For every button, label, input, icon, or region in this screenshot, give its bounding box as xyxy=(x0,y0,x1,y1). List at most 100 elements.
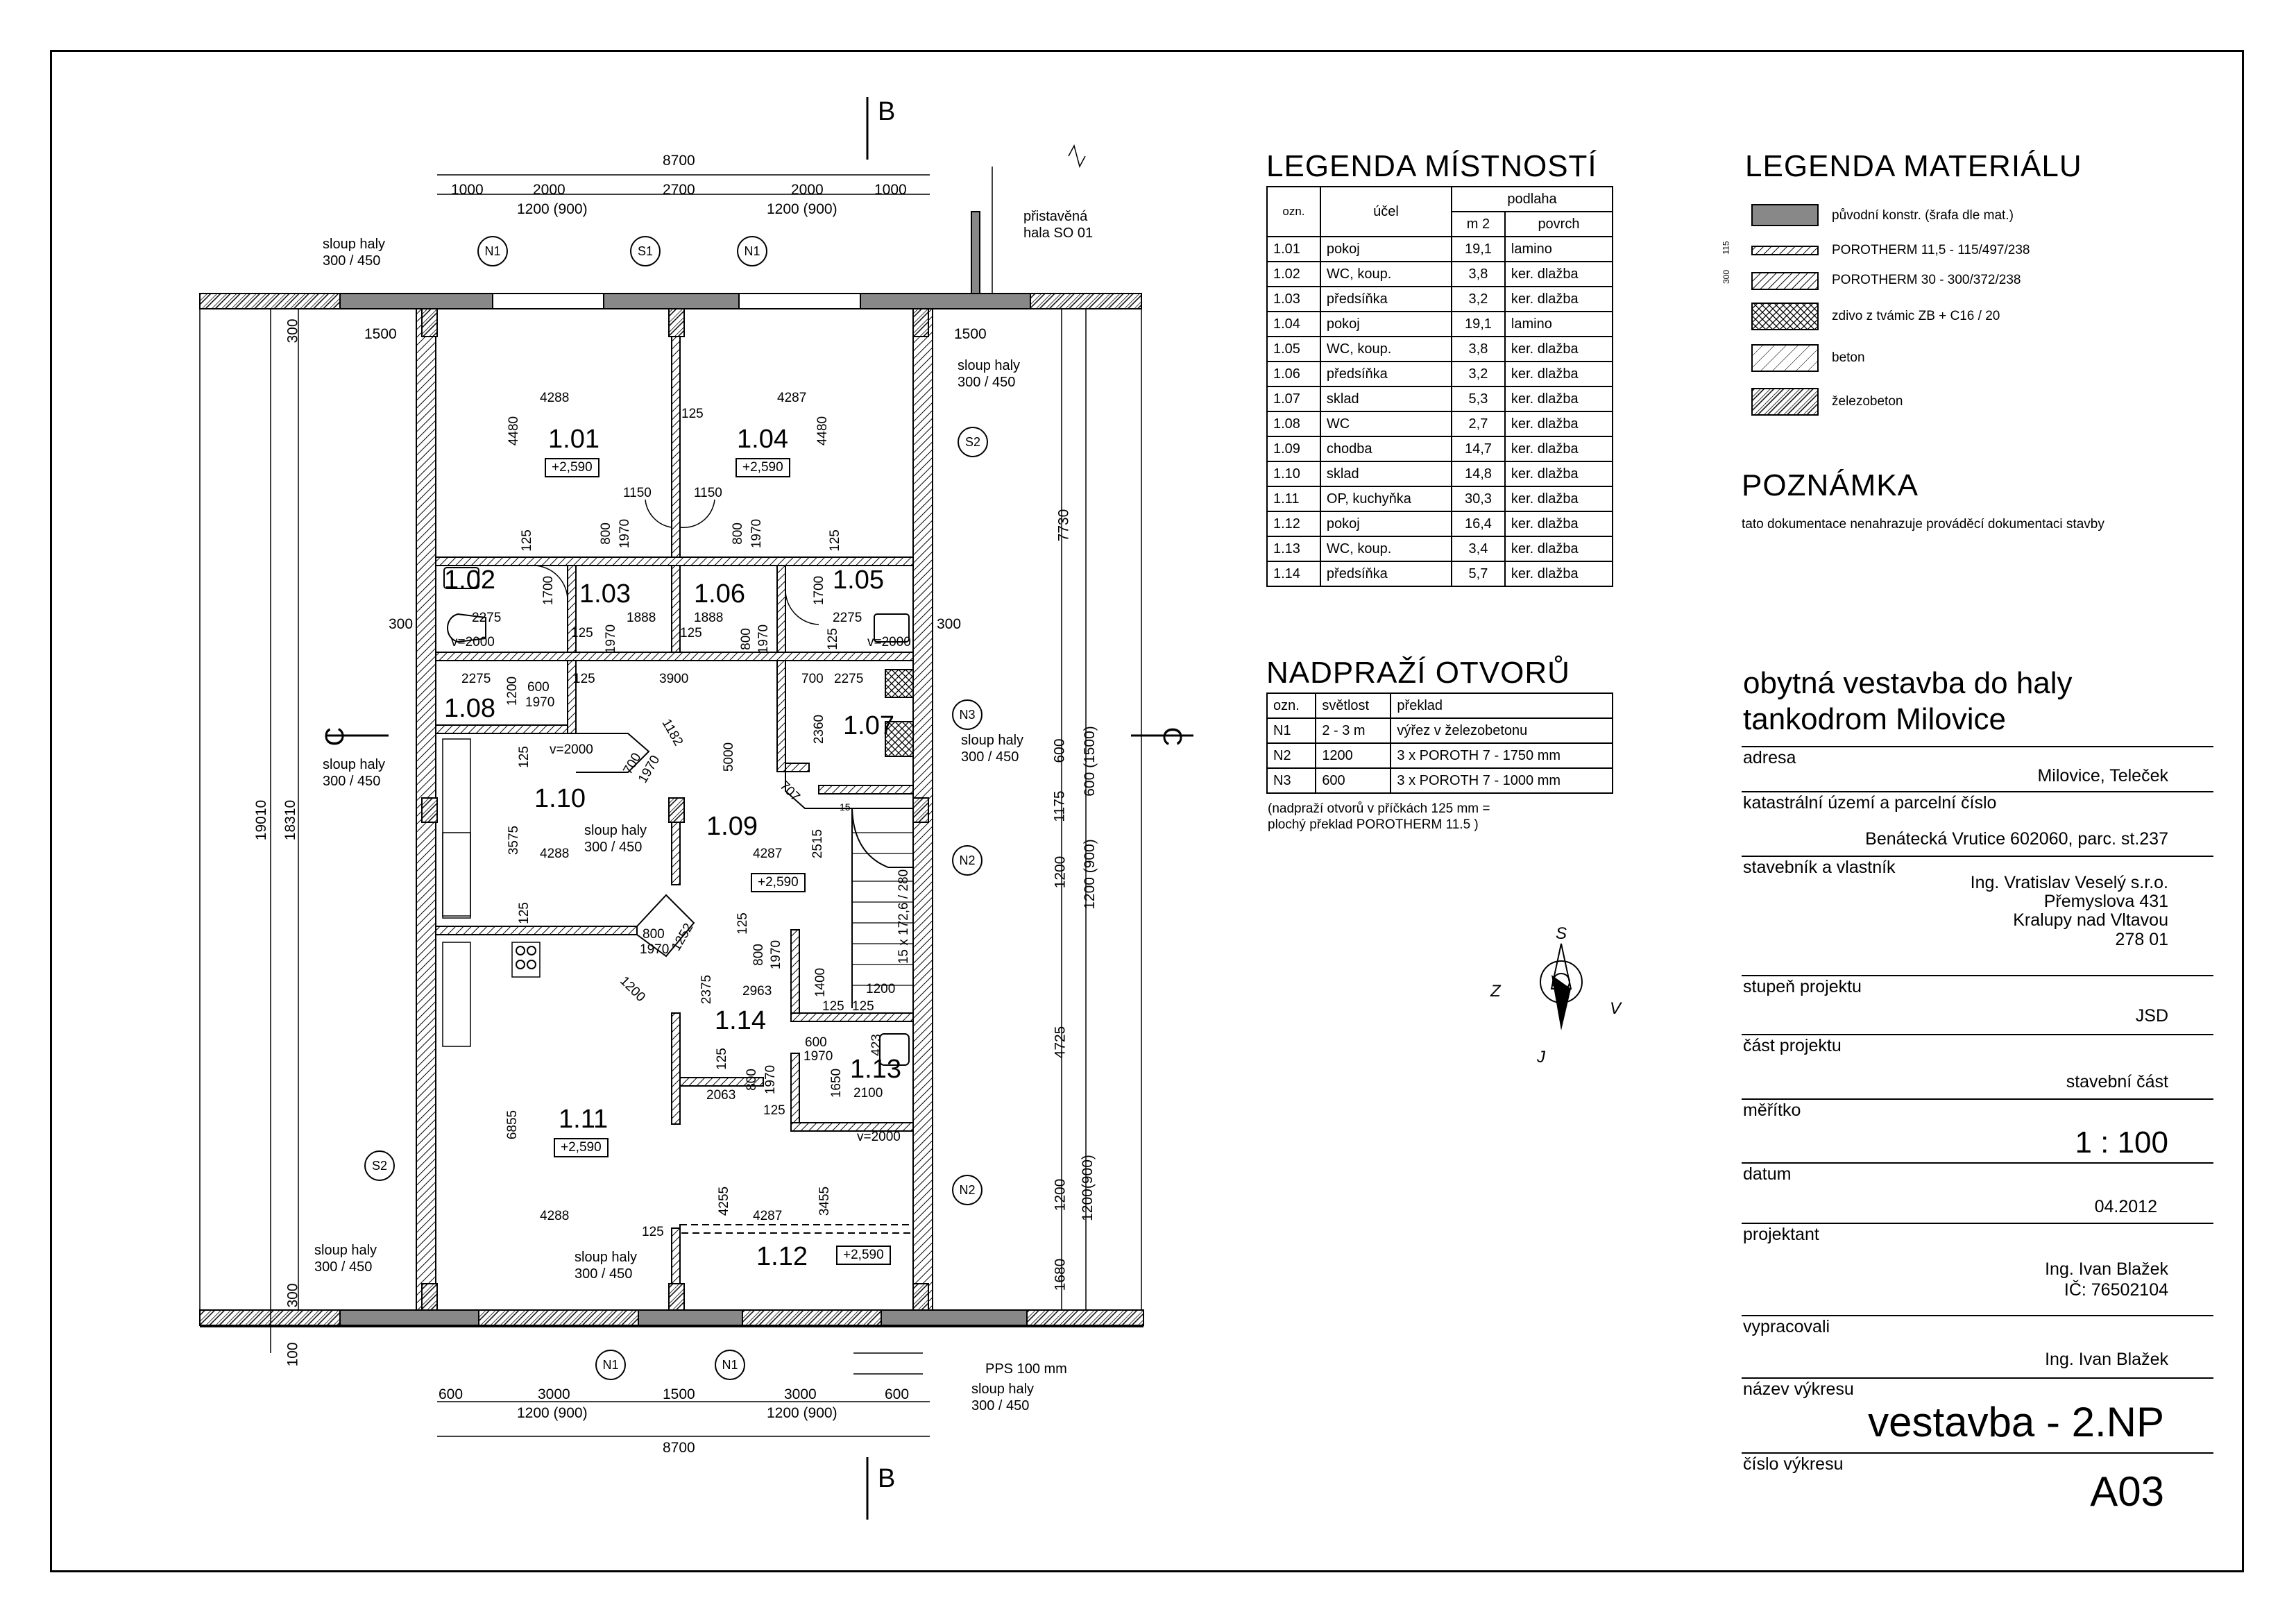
inner-dim: v=2000 xyxy=(550,742,593,757)
inner-dim: 125 xyxy=(763,1103,785,1118)
column-tag: S2 xyxy=(364,1150,395,1181)
inner-dim: 700 xyxy=(801,672,824,686)
room-number: 1.02 xyxy=(444,566,495,595)
inner-dim: 600 xyxy=(527,680,550,695)
dim-top-4: 2000 xyxy=(791,182,824,198)
project-title-2: tankodrom Milovice xyxy=(1743,702,2007,736)
room-number: 1.03 xyxy=(579,579,631,609)
inner-dim: 125 xyxy=(681,407,704,421)
inner-dim: 1200 xyxy=(505,676,520,706)
dim-bottom-sub-1: 1200 (900) xyxy=(517,1405,588,1421)
dim-right-1: 7730 xyxy=(1055,509,1072,542)
col-ozn: ozn. xyxy=(1266,692,1317,719)
inner-dim: 5000 xyxy=(722,742,737,772)
dim-overall-bottom: 8700 xyxy=(663,1440,695,1456)
compass-west-label: Z xyxy=(1490,982,1501,1001)
inner-dim: 2100 xyxy=(853,1086,883,1101)
inner-dim: 125 xyxy=(573,672,595,686)
label-projektant: projektant xyxy=(1743,1225,1819,1244)
column-tag: S2 xyxy=(958,427,988,457)
inner-dim: 6855 xyxy=(505,1110,520,1140)
room-level: +2,590 xyxy=(751,873,806,892)
col-ozn: ozn. xyxy=(1266,186,1321,237)
value-stavebnik-3: Kralupy nad Vltavou xyxy=(2013,910,2168,930)
inner-dim: 4288 xyxy=(540,1209,570,1223)
thickness-mark: 115 xyxy=(1721,241,1731,255)
dim-right-9: 1200(900) xyxy=(1079,1155,1096,1221)
dim-bottom-1: 600 xyxy=(439,1386,464,1402)
label-nazev: název výkresu xyxy=(1743,1379,1854,1399)
dim-bottom-3: 1500 xyxy=(663,1386,695,1402)
title-block-rule xyxy=(1742,1452,2213,1454)
inner-dim: 125 xyxy=(516,902,532,924)
north-arrow-icon xyxy=(1540,943,1583,1030)
inner-dim: 1700 xyxy=(541,575,556,606)
thickness-mark: 300 xyxy=(1721,269,1732,284)
value-projektant-2: IČ: 76502104 xyxy=(2064,1280,2168,1300)
column-tag: S1 xyxy=(630,236,661,266)
dim-top-sub-2: 1200 (900) xyxy=(767,201,837,217)
dim-bottom-sub-2: 1200 (900) xyxy=(767,1405,837,1421)
inner-dim: 800 xyxy=(643,927,665,942)
dim-right-12: 300 xyxy=(937,616,962,632)
dim-bottom-5: 600 xyxy=(885,1386,910,1402)
inner-dim: 1970 xyxy=(618,518,633,549)
room-number: 1.10 xyxy=(534,784,586,813)
inner-dim: 125 xyxy=(827,529,842,552)
column-tag: N1 xyxy=(737,236,767,266)
inner-dim: 1970 xyxy=(604,624,619,654)
dim-overall-top: 8700 xyxy=(663,153,695,169)
room-number: 1.11 xyxy=(559,1105,609,1134)
inner-dim: 4480 xyxy=(507,416,522,446)
remark-text: tato dokumentace nenahrazuje prováděcí d… xyxy=(1742,517,2104,532)
inner-dim: 125 xyxy=(735,912,750,935)
compass-south-label: J xyxy=(1537,1048,1545,1067)
material-label: beton xyxy=(1832,350,1865,365)
inner-dim: 1970 xyxy=(803,1049,833,1064)
title-block-rule xyxy=(1742,746,2213,747)
value-stupen: JSD xyxy=(2135,1006,2168,1026)
inner-dim: 1150 xyxy=(623,486,652,500)
label-katastr: katastrální území a parcelní číslo xyxy=(1743,793,1997,813)
inner-dim: 2275 xyxy=(461,672,491,686)
value-adresa: Milovice, Teleček xyxy=(2037,766,2168,785)
room-number: 1.06 xyxy=(694,579,745,609)
title-block-rule xyxy=(1742,1162,2213,1164)
dim-top-2: 2000 xyxy=(533,182,566,198)
inner-dim: 15 xyxy=(840,801,851,813)
inner-dim: 4288 xyxy=(540,847,570,861)
inner-dim: 1200 xyxy=(866,982,896,996)
inner-dim: 800 xyxy=(730,522,745,545)
dim-left-1500: 1500 xyxy=(364,326,397,342)
label-stupen: stupeň projektu xyxy=(1743,977,1862,996)
title-block-rule xyxy=(1742,1098,2213,1100)
dim-left-base: 100 xyxy=(284,1342,301,1367)
label-meritko: měřítko xyxy=(1743,1101,1801,1120)
room-number: 1.01 xyxy=(548,425,599,454)
inner-dim: 125 xyxy=(516,746,532,768)
inner-dim: 2360 xyxy=(812,714,827,745)
dim-left-top: 300 xyxy=(284,318,301,343)
rooms-legend-title: LEGENDA MÍSTNOSTÍ xyxy=(1266,149,1597,183)
title-block-rule xyxy=(1742,975,2213,976)
room-number: 1.13 xyxy=(850,1055,901,1084)
room-number: 1.09 xyxy=(706,812,758,841)
room-number: 1.12 xyxy=(756,1242,808,1271)
inner-dim: 125 xyxy=(852,999,874,1014)
inner-dim: 2515 xyxy=(810,829,826,859)
room-level: +2,590 xyxy=(735,458,790,477)
